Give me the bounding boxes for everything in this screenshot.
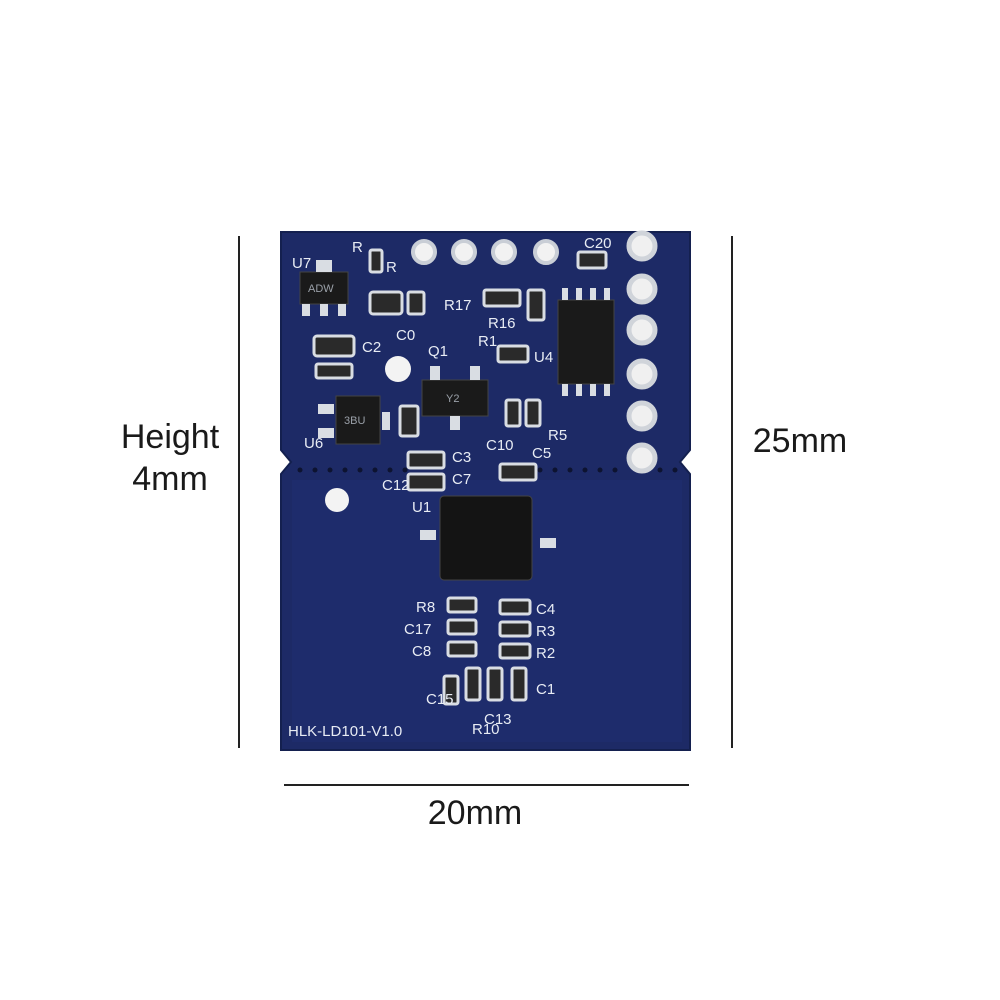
bottom-dimension-label: 20mm — [427, 794, 523, 832]
label-r-b: R — [386, 259, 397, 276]
top-header-holes — [411, 239, 559, 265]
label-c10: C10 — [486, 437, 514, 454]
passive-components — [312, 248, 608, 706]
label-c15: C15 — [426, 691, 454, 708]
label-r16: R16 — [488, 315, 516, 332]
label-r1: R1 — [478, 333, 497, 350]
width-bottom-dimension-line — [284, 784, 689, 786]
via-large-2 — [325, 488, 349, 512]
perforation-row — [297, 467, 678, 473]
label-r-a: R — [352, 239, 363, 256]
label-c20: C20 — [584, 235, 612, 252]
label-c4: C4 — [536, 601, 555, 618]
q1-marking: Y2 — [446, 393, 459, 405]
label-c2: C2 — [362, 339, 381, 356]
right-dimension-label: 25mm — [752, 422, 848, 460]
label-c13: C13 — [484, 711, 512, 728]
label-c0: C0 — [396, 327, 415, 344]
label-r3: R3 — [536, 623, 555, 640]
label-c17: C17 — [404, 621, 432, 638]
u4-ic — [557, 288, 615, 396]
u1-main-chip — [420, 495, 556, 581]
label-r5: R5 — [548, 427, 567, 444]
label-c12: C12 — [382, 477, 410, 494]
label-c5: C5 — [532, 445, 551, 462]
height-label-line2: 4mm — [132, 460, 208, 498]
label-c1: C1 — [536, 681, 555, 698]
label-q1: Q1 — [428, 343, 448, 360]
u6-regulator — [318, 395, 390, 445]
u7-regulator — [299, 260, 349, 316]
via-large-1 — [385, 356, 411, 382]
label-r10: R10 — [472, 721, 500, 738]
height-label: Height 4mm — [108, 416, 232, 500]
label-c3: C3 — [452, 449, 471, 466]
label-r8: R8 — [416, 599, 435, 616]
label-c8: C8 — [412, 643, 431, 660]
label-r2: R2 — [536, 645, 555, 662]
height-label-line1: Height — [120, 418, 220, 456]
board-model-label: HLK-LD101-V1.0 — [288, 723, 402, 740]
label-c7: C7 — [452, 471, 471, 488]
right-pin-pads — [626, 230, 658, 474]
chip-markings: 3BU Y2 ADW — [308, 283, 459, 427]
label-u4: U4 — [534, 349, 553, 366]
height-dimension-line — [238, 236, 240, 748]
label-r17: R17 — [444, 297, 472, 314]
label-u6: U6 — [304, 435, 323, 452]
label-u7: U7 — [292, 255, 311, 272]
silkscreen-labels: U7 R R C0 C2 Q1 R17 R16 R1 C20 U4 U6 C12… — [292, 235, 612, 738]
label-u1: U1 — [412, 499, 431, 516]
width-right-dimension-line — [731, 236, 733, 748]
u6-marking: 3BU — [344, 415, 365, 427]
u7-marking: ADW — [308, 283, 334, 295]
q1-transistor — [421, 366, 489, 430]
